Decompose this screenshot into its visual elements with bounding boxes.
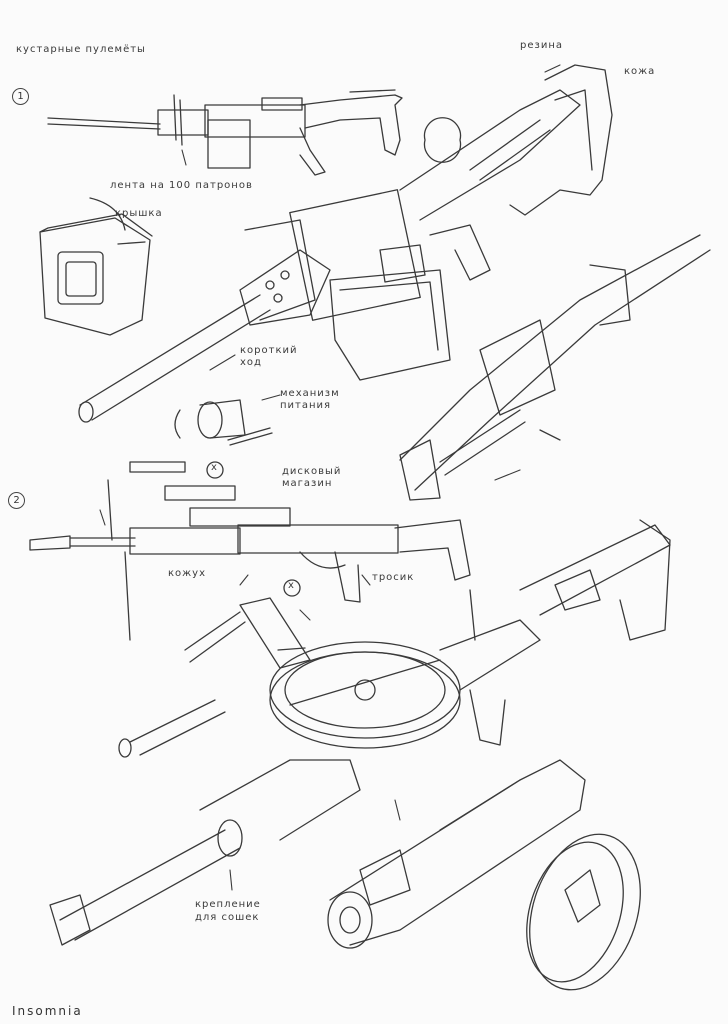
bipod-pieces	[184, 597, 311, 669]
label-belt-box: лента на 100 патронов	[110, 180, 253, 191]
sheet-heading: кустарные пулемёты	[16, 44, 146, 55]
gun1-perspective-view	[78, 64, 613, 423]
crossed-mark-1-text: x	[211, 462, 217, 473]
label-short-stroke: короткий ход	[240, 345, 298, 368]
gun2-side-view	[29, 461, 471, 641]
crossed-mark-1	[206, 461, 224, 479]
label-leather: кожа	[624, 66, 656, 77]
shroud-detail-view	[327, 759, 586, 949]
drum-magazine-detail	[526, 833, 641, 991]
gun2-perspective-view	[49, 519, 671, 946]
annotation-arrows	[99, 64, 561, 891]
label-drum-magazine: дисковый магазин	[282, 466, 342, 489]
label-cable: тросик	[372, 572, 415, 583]
section-number-1: 1	[12, 88, 29, 105]
label-shroud: кожух	[168, 568, 207, 579]
belt-box-lid-drawing	[39, 197, 153, 336]
gun1-side-view	[47, 89, 403, 176]
feed-mechanism-parts	[174, 399, 273, 446]
section-number-2: 2	[8, 492, 25, 509]
label-lid: крышка	[115, 208, 163, 219]
label-rubber: резина	[520, 40, 563, 51]
barrel-detail-view	[399, 234, 711, 501]
label-feed-mechanism: механизм питания	[280, 388, 340, 411]
crossed-mark-2	[283, 579, 301, 597]
crossed-mark-2-text: x	[288, 580, 294, 591]
label-bipod-mount: крепление для сошек	[195, 899, 261, 923]
artist-signature: Insomnia	[12, 1004, 83, 1018]
